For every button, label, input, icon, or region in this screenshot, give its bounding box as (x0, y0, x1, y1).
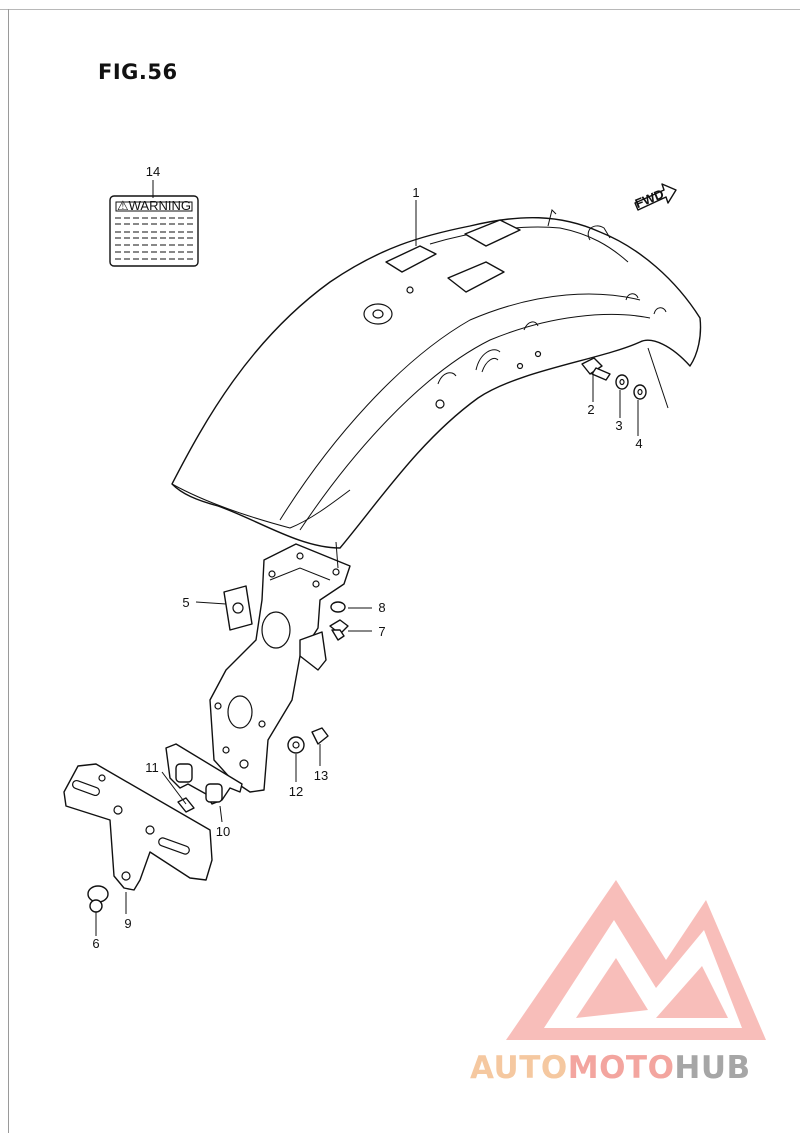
fwd-arrow-icon: FWD (633, 183, 677, 211)
callout-leader-lines (95, 180, 639, 936)
warning-label-part: ⚠WARNING (109, 195, 199, 267)
callout-5: 5 (182, 595, 189, 610)
callout-10: 10 (216, 824, 230, 839)
callout-11: 11 (145, 760, 159, 775)
page-left-border (8, 9, 9, 1133)
nut-part-8 (330, 601, 346, 613)
watermark-logo-icon (506, 880, 766, 1040)
callout-4: 4 (635, 436, 642, 451)
fender-bracket-part (209, 543, 351, 793)
plate-bracket-part (63, 763, 213, 891)
callout-6: 6 (92, 936, 99, 951)
watermark-wordmark: AUTOMOTOHUB (470, 1050, 751, 1086)
callout-13: 13 (314, 768, 328, 783)
warning-label-text: ⚠WARNING (117, 198, 191, 213)
page-top-border (0, 9, 800, 10)
spacer-part-11 (177, 797, 195, 813)
svg-text:FWD: FWD (633, 186, 666, 211)
damper-part-10 (165, 743, 243, 805)
callout-8: 8 (378, 600, 385, 615)
grommet-part-6 (87, 885, 109, 913)
callout-12: 12 (289, 784, 303, 799)
rear-fender-part (171, 209, 702, 549)
callout-14: 14 (146, 164, 160, 179)
callout-9: 9 (124, 916, 131, 931)
callout-labels: 14 1 2 3 4 5 8 7 12 13 11 10 9 6 (92, 164, 642, 951)
callout-2: 2 (587, 402, 594, 417)
callout-3: 3 (615, 418, 622, 433)
bolt-part-7 (329, 619, 349, 641)
bolt-part-2 (581, 357, 611, 381)
figure-title: FIG.56 (98, 60, 178, 84)
callout-7: 7 (378, 624, 385, 639)
callout-1: 1 (412, 185, 419, 200)
nut-part-13 (311, 727, 329, 745)
